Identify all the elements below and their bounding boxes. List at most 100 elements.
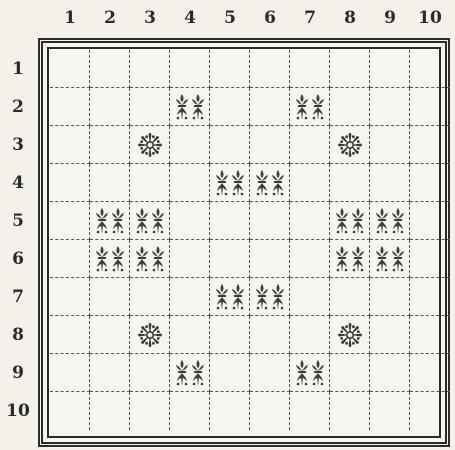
board-cell[interactable] [170,202,210,240]
board-cell[interactable] [250,240,290,278]
board-cell[interactable] [250,202,290,240]
board-cell[interactable] [370,316,410,354]
fleur-piece-icon[interactable] [214,169,246,197]
board-cell[interactable] [170,392,210,430]
board-cell[interactable] [210,50,250,88]
board-cell[interactable] [370,278,410,316]
board-cell[interactable] [410,278,450,316]
board-cell[interactable] [330,202,370,240]
board-cell[interactable] [370,126,410,164]
board-cell[interactable] [130,354,170,392]
board-cell[interactable] [90,202,130,240]
star-piece-icon[interactable] [334,321,366,349]
board-cell[interactable] [130,316,170,354]
fleur-piece-icon[interactable] [134,245,166,273]
board-cell[interactable] [130,202,170,240]
board-cell[interactable] [330,88,370,126]
board-cell[interactable] [250,354,290,392]
star-piece-icon[interactable] [334,131,366,159]
board-cell[interactable] [210,392,250,430]
fleur-piece-icon[interactable] [334,245,366,273]
fleur-piece-icon[interactable] [374,207,406,235]
board-cell[interactable] [50,354,90,392]
board-cell[interactable] [410,202,450,240]
board-cell[interactable] [330,50,370,88]
board-cell[interactable] [90,316,130,354]
board-cell[interactable] [370,88,410,126]
board-cell[interactable] [410,354,450,392]
board-cell[interactable] [370,202,410,240]
board-cell[interactable] [330,354,370,392]
board-cell[interactable] [90,278,130,316]
board-cell[interactable] [410,392,450,430]
fleur-piece-icon[interactable] [254,169,286,197]
fleur-piece-icon[interactable] [334,207,366,235]
board-cell[interactable] [50,278,90,316]
board-cell[interactable] [50,316,90,354]
board-cell[interactable] [370,164,410,202]
board-cell[interactable] [170,50,210,88]
board-cell[interactable] [210,202,250,240]
board-cell[interactable] [130,126,170,164]
board-cell[interactable] [130,240,170,278]
board-cell[interactable] [250,126,290,164]
board-cell[interactable] [50,88,90,126]
board-cell[interactable] [170,240,210,278]
board-cell[interactable] [50,392,90,430]
board-cell[interactable] [330,316,370,354]
fleur-piece-icon[interactable] [294,93,326,121]
board-cell[interactable] [90,88,130,126]
board-cell[interactable] [410,164,450,202]
board-cell[interactable] [410,126,450,164]
board-cell[interactable] [130,50,170,88]
board-cell[interactable] [210,88,250,126]
board-cell[interactable] [90,240,130,278]
board-cell[interactable] [250,278,290,316]
board-cell[interactable] [410,88,450,126]
board-cell[interactable] [50,50,90,88]
board-cell[interactable] [90,126,130,164]
star-piece-icon[interactable] [134,131,166,159]
board-cell[interactable] [210,316,250,354]
board-cell[interactable] [50,240,90,278]
board-cell[interactable] [170,278,210,316]
board-cell[interactable] [170,316,210,354]
board-cell[interactable] [170,88,210,126]
board-cell[interactable] [410,240,450,278]
board-cell[interactable] [170,126,210,164]
board-cell[interactable] [330,126,370,164]
board-cell[interactable] [250,50,290,88]
board-cell[interactable] [210,164,250,202]
board-cell[interactable] [130,88,170,126]
board-cell[interactable] [370,354,410,392]
star-piece-icon[interactable] [134,321,166,349]
board-cell[interactable] [210,240,250,278]
board-cell[interactable] [290,202,330,240]
board-cell[interactable] [330,278,370,316]
fleur-piece-icon[interactable] [214,283,246,311]
board-cell[interactable] [210,278,250,316]
board-cell[interactable] [330,392,370,430]
board-cell[interactable] [370,50,410,88]
board-cell[interactable] [50,126,90,164]
fleur-piece-icon[interactable] [94,207,126,235]
board-cell[interactable] [210,354,250,392]
board-cell[interactable] [290,392,330,430]
board-cell[interactable] [370,240,410,278]
board-cell[interactable] [410,316,450,354]
fleur-piece-icon[interactable] [374,245,406,273]
board-cell[interactable] [250,164,290,202]
board-cell[interactable] [290,354,330,392]
fleur-piece-icon[interactable] [294,359,326,387]
board-cell[interactable] [250,392,290,430]
fleur-piece-icon[interactable] [174,359,206,387]
board-cell[interactable] [90,50,130,88]
fleur-piece-icon[interactable] [94,245,126,273]
board-cell[interactable] [290,316,330,354]
board-cell[interactable] [90,354,130,392]
fleur-piece-icon[interactable] [174,93,206,121]
board-cell[interactable] [330,164,370,202]
board-cell[interactable] [50,202,90,240]
board-cell[interactable] [130,278,170,316]
board-cell[interactable] [290,88,330,126]
